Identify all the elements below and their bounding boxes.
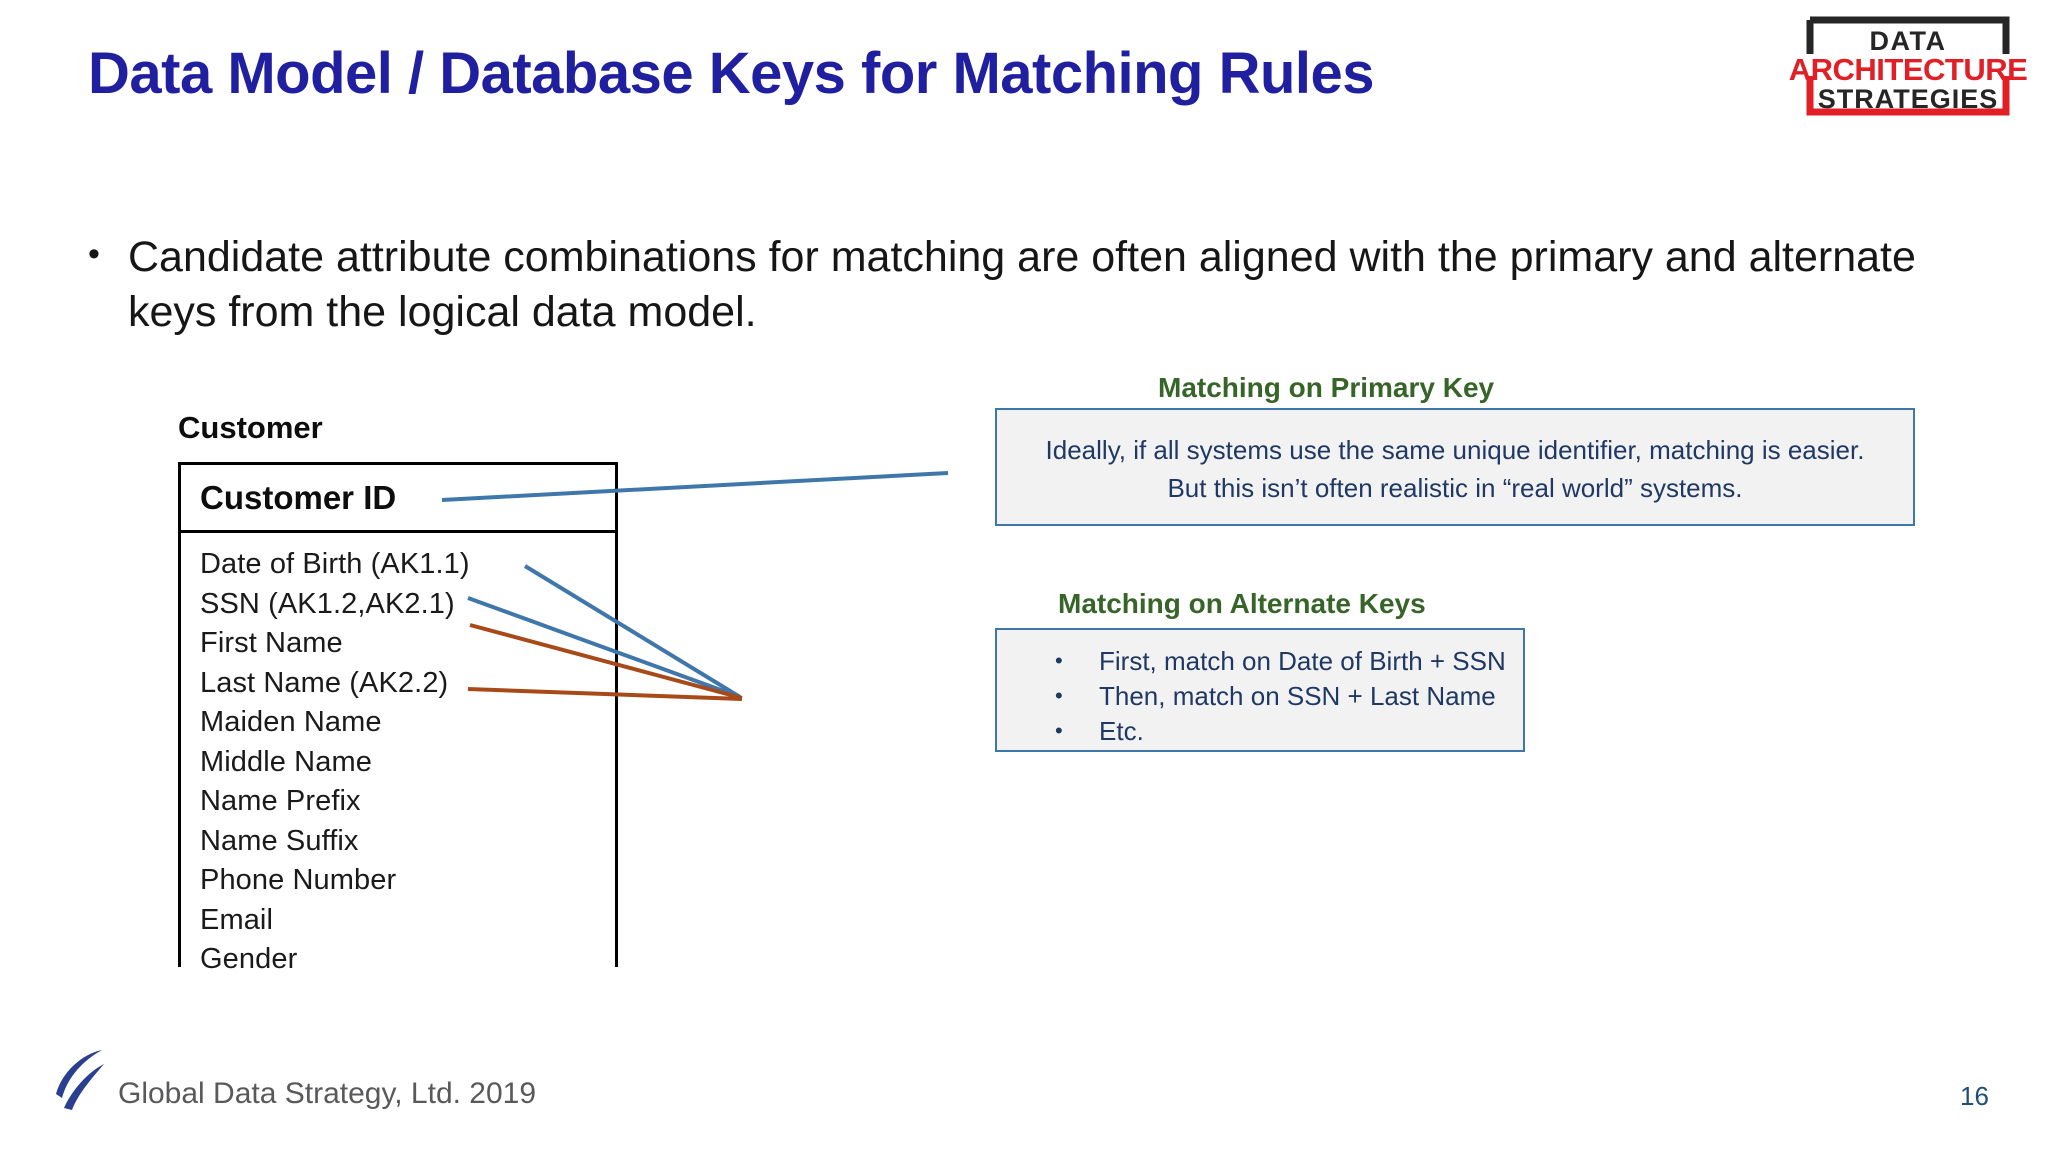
bullet-dot-icon: • xyxy=(88,235,100,273)
brand-logo-line1: DATA xyxy=(1870,26,1947,56)
list-item: Then, match on SSN + Last Name xyxy=(1055,678,1523,714)
list-item: Etc. xyxy=(1055,713,1523,749)
entity-attribute: Name Prefix xyxy=(200,785,361,817)
callout-text-line: Ideally, if all systems use the same uni… xyxy=(1045,435,1865,465)
entity-customer: Customer ID Date of Birth (AK1.1) SSN (A… xyxy=(178,462,618,975)
entity-attribute: Email xyxy=(200,903,274,936)
entity-primary-key-row: Customer ID xyxy=(181,465,615,533)
alternate-keys-list: First, match on Date of Birth + SSN Then… xyxy=(997,630,1523,749)
callout-box-alternate-keys: First, match on Date of Birth + SSN Then… xyxy=(995,628,1525,752)
bullet-list: • Candidate attribute combinations for m… xyxy=(88,230,1968,339)
list-item: First, match on Date of Birth + SSN xyxy=(1055,643,1523,679)
entity-attribute: SSN (AK1.2,AK2.1) xyxy=(200,587,455,620)
callout-text-line: But this isn’t often realistic in “real … xyxy=(1167,473,1743,503)
company-logo-icon xyxy=(48,1046,110,1112)
callout-heading-alternate-keys: Matching on Alternate Keys xyxy=(1058,588,1426,619)
brand-logo-line2: ARCHITECTURE xyxy=(1789,52,2028,87)
page-title: Data Model / Database Keys for Matching … xyxy=(88,41,1375,106)
entity-primary-key-label: Customer ID xyxy=(200,478,397,516)
entity-attribute: Last Name (AK2.2) xyxy=(200,666,449,699)
callout-box-primary-key: Ideally, if all systems use the same uni… xyxy=(995,408,1915,526)
entity-attribute-list: Date of Birth (AK1.1) SSN (AK1.2,AK2.1) … xyxy=(181,533,615,980)
page-number: 16 xyxy=(1960,1081,1989,1111)
callout-heading-primary-key: Matching on Primary Key xyxy=(1158,372,1495,403)
bullet-text: Candidate attribute combinations for mat… xyxy=(128,233,1916,336)
entity-attribute: First Name xyxy=(200,627,343,659)
entity-attribute: Maiden Name xyxy=(200,706,382,738)
brand-logo-line3: STRATEGIES xyxy=(1818,84,1999,114)
entity-attribute: Middle Name xyxy=(200,745,372,778)
company-logo-svg xyxy=(56,1050,104,1110)
entity-attribute: Name Suffix xyxy=(200,824,359,857)
entity-attribute: Phone Number xyxy=(200,864,397,896)
entity-attribute: Gender xyxy=(200,943,298,975)
list-item: • Candidate attribute combinations for m… xyxy=(88,230,1968,339)
brand-logo-svg: DATA ARCHITECTURE STRATEGIES xyxy=(1789,16,2028,116)
entity-attribute: Date of Birth (AK1.1) xyxy=(200,548,470,580)
footer-copyright: Global Data Strategy, Ltd. 2019 xyxy=(118,1077,537,1110)
brand-logo: DATA ARCHITECTURE STRATEGIES xyxy=(1788,14,2028,118)
entity-name-label: Customer xyxy=(178,410,323,445)
